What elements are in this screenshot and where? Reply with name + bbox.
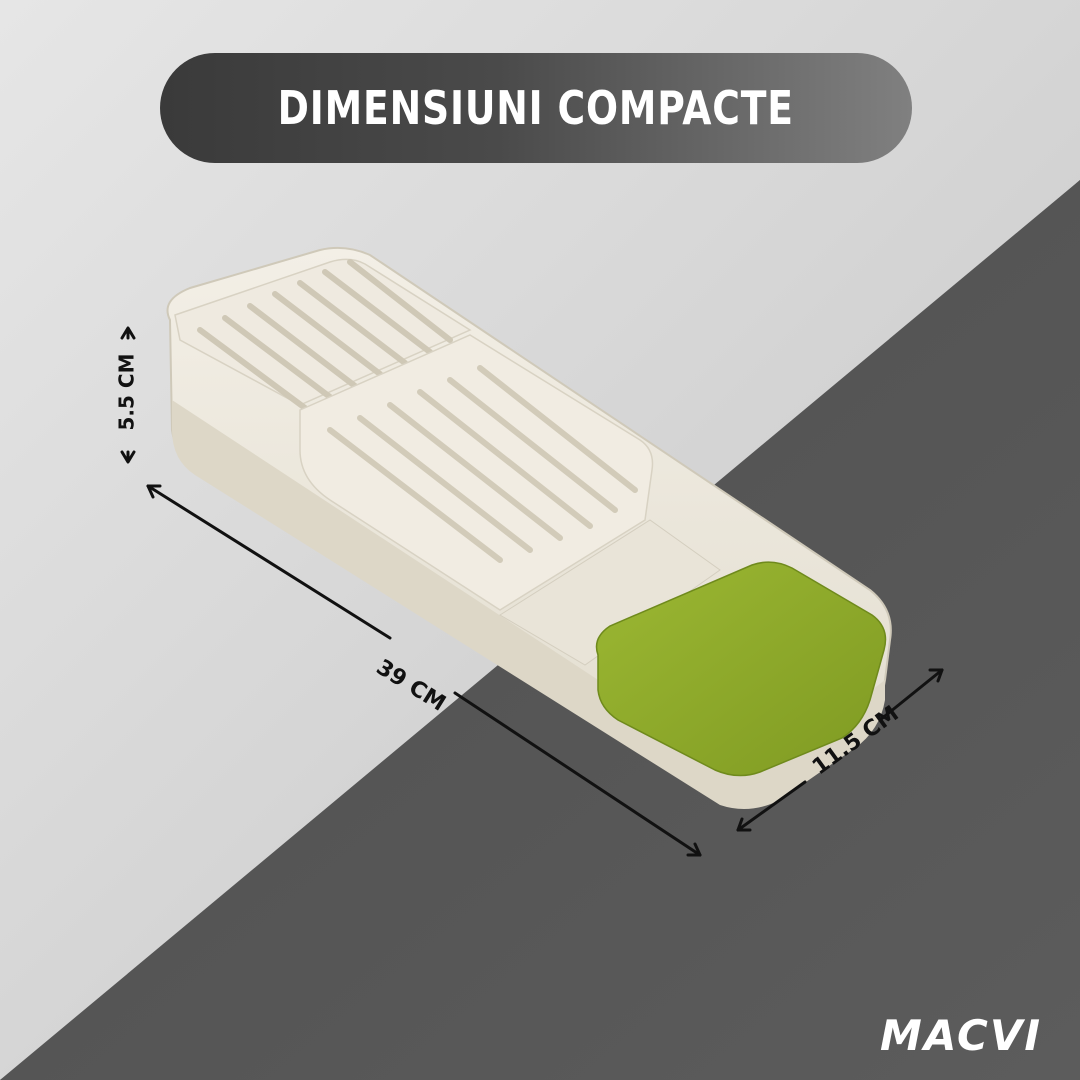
height-arrowhead-top: [120, 326, 136, 340]
knife-slots-lower: [327, 365, 638, 563]
width-arrow-segment-2: [878, 668, 944, 722]
height-arrowhead-bottom: [120, 450, 136, 464]
length-arrow-segment-2: [453, 691, 702, 857]
utensil-channel: [499, 519, 721, 666]
length-arrowhead-end: [686, 842, 702, 857]
page-title: DIMENSIUNI COMPACTE: [277, 81, 795, 135]
tray-front-side: [172, 400, 885, 809]
green-mat: [595, 561, 887, 777]
length-arrowhead-start: [146, 484, 162, 499]
height-label: 5.5 CM: [114, 353, 139, 431]
title-banner: DIMENSIUNI COMPACTE: [160, 53, 912, 163]
length-arrow-segment-1: [146, 484, 392, 640]
brand-logo: MACVI: [880, 1011, 1042, 1060]
background-dark-region: [0, 180, 1080, 1080]
width-arrowhead-end: [928, 668, 944, 683]
knife-slots: [197, 259, 453, 411]
width-arrowhead-start: [736, 817, 752, 832]
width-arrow-segment-1: [736, 780, 807, 832]
